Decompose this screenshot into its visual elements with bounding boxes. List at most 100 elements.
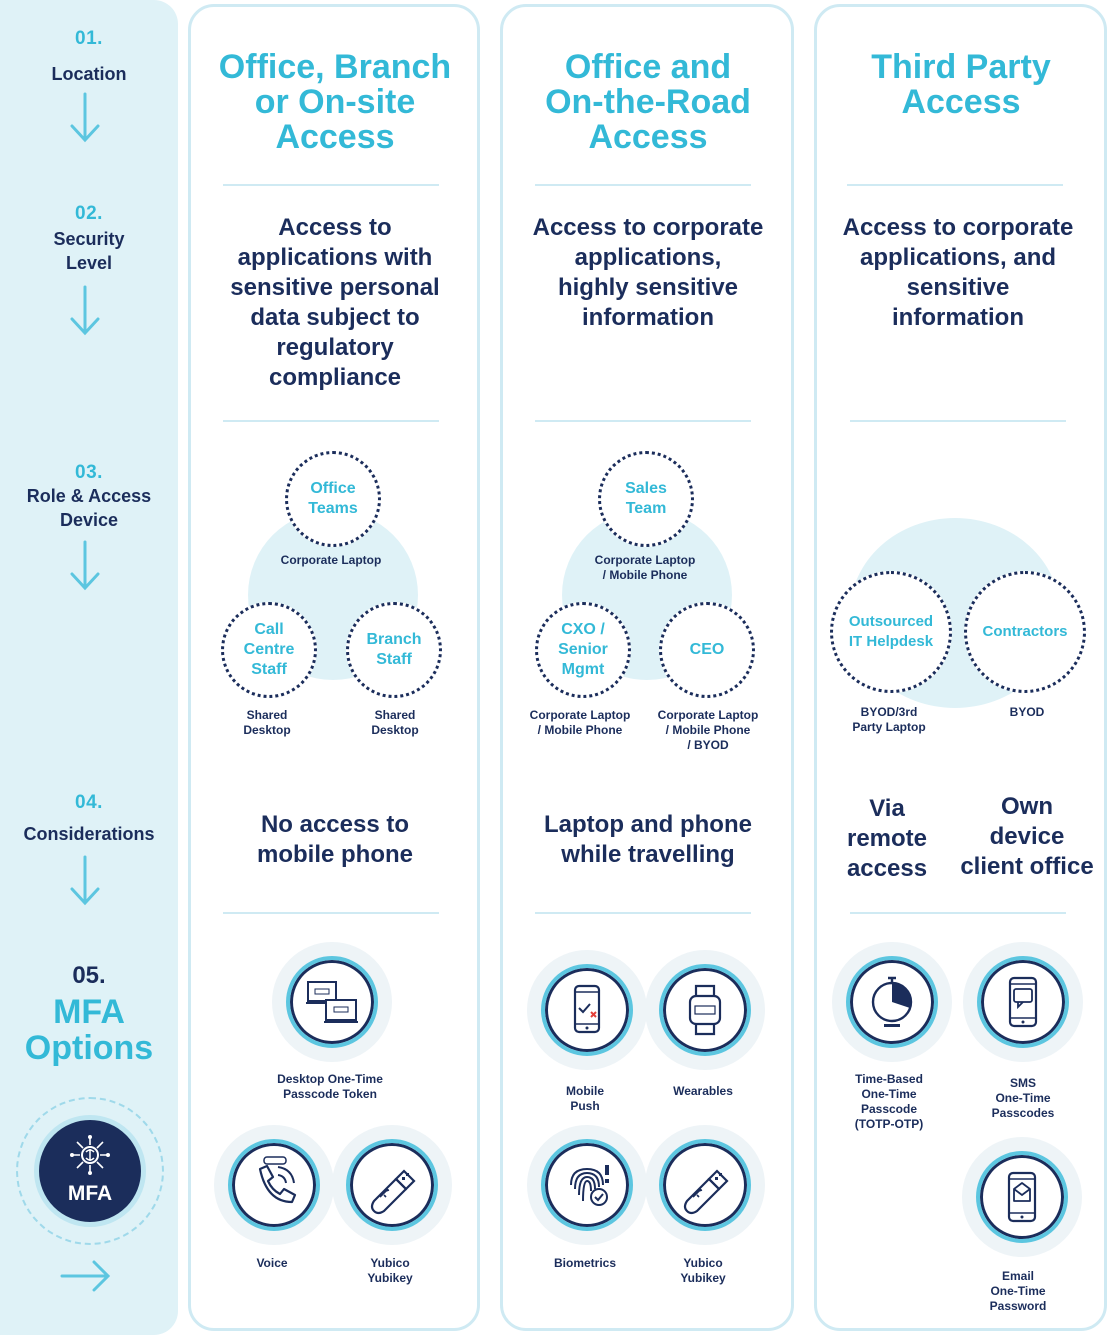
email-phone-icon [1007, 1171, 1037, 1223]
role-name: Branch [366, 631, 422, 648]
label-line: Yubikey [680, 1271, 726, 1285]
security-line: sensitive personal [230, 274, 440, 301]
label-line: Yubico [683, 1256, 723, 1270]
step-title: MFA [53, 993, 125, 1031]
step-title: Options [24, 1029, 154, 1067]
usb-key-icon [683, 1169, 729, 1215]
device-line: / BYOD [687, 738, 729, 752]
usb-key-icon [370, 1169, 416, 1215]
device-line: Desktop [243, 723, 291, 737]
label-line: Passcode [860, 1102, 918, 1116]
title-line: Access [275, 118, 395, 156]
consideration-line: Via [869, 795, 905, 822]
mfa-badge-core: MFA [34, 1115, 146, 1227]
role-device: Corporate Laptop [256, 553, 406, 568]
divider [850, 912, 1066, 914]
role-device: Corporate Laptop/ Mobile Phone [515, 708, 645, 738]
role-name: Teams [308, 500, 358, 517]
arrow-down-icon [70, 92, 100, 143]
label-line: Biometrics [553, 1256, 617, 1270]
step-03: 03. Role & Access Device [0, 462, 178, 532]
consideration: No access to mobile phone [196, 810, 474, 870]
mfa-option-email [962, 1137, 1082, 1257]
security-line: sensitive [906, 274, 1010, 301]
divider [847, 184, 1063, 186]
option-ring [286, 956, 378, 1048]
device-line: / Mobile Phone [665, 723, 751, 737]
role-name: CXO / [561, 621, 605, 638]
arrow-right-icon [60, 1260, 111, 1292]
device-line: Corporate Laptop [657, 708, 759, 722]
security-line: highly sensitive [557, 274, 739, 301]
role-name: IT Helpdesk [848, 633, 934, 650]
role-contractors: Contractors [964, 571, 1086, 693]
device-line: Shared [374, 708, 416, 722]
mfa-option-biometrics [527, 1125, 647, 1245]
arrow-down-icon [70, 540, 100, 591]
consideration-line: client office [960, 853, 1094, 880]
label-line: Mobile [566, 1084, 604, 1098]
step-label: Considerations [23, 824, 155, 844]
label-line: Yubikey [367, 1271, 413, 1285]
divider [535, 912, 751, 914]
device-line: BYOD/3rd [860, 705, 918, 719]
option-ring [846, 956, 938, 1048]
consideration-line: device [989, 823, 1065, 850]
column-title: Office, Branch or On-site Access [192, 50, 478, 155]
role-outsourced-helpdesk: Outsourced IT Helpdesk [830, 571, 952, 693]
consideration: Via remote access [828, 794, 946, 884]
mfa-option-desktop-token [272, 942, 392, 1062]
step-number: 04. [75, 792, 103, 813]
label-line: One-Time [861, 1087, 917, 1101]
step-label: Role & Access [26, 486, 152, 506]
consideration-line: while travelling [561, 841, 735, 868]
circuit-fingerprint-icon [70, 1135, 110, 1175]
role-name: Outsourced [848, 613, 934, 630]
role-name: Contractors [982, 623, 1068, 640]
step-number: 03. [75, 462, 103, 483]
title-line: Office, Branch [218, 48, 452, 86]
step-label: Security [53, 229, 125, 249]
option-ring [977, 956, 1069, 1048]
role-name: Senior [558, 641, 608, 658]
label-line: One-Time [990, 1284, 1046, 1298]
arrow-down-icon [70, 855, 100, 906]
role-name: CEO [689, 641, 725, 658]
role-device: BYOD [964, 705, 1090, 720]
option-ring [659, 964, 751, 1056]
consideration-line: No access to [260, 811, 410, 838]
role-ceo: CEO [659, 602, 755, 698]
step-label: Level [65, 253, 113, 273]
title-line: Third Party [871, 48, 1051, 86]
divider [535, 420, 751, 422]
voice-call-icon [258, 1156, 297, 1204]
device-line: / Mobile Phone [537, 723, 623, 737]
role-name: Staff [251, 661, 287, 678]
step-number: 05. [72, 962, 106, 989]
title-line: or On-site [254, 83, 416, 121]
label-line: Time-Based [855, 1072, 923, 1086]
security-line: Access to [278, 214, 392, 241]
role-name: Call [254, 621, 284, 638]
option-ring [228, 1139, 320, 1231]
divider [223, 184, 439, 186]
arrow-down-icon [70, 285, 100, 336]
security-line: regulatory [276, 334, 394, 361]
label-line: Wearables [673, 1084, 733, 1098]
step-label: Device [59, 510, 119, 530]
sms-phone-icon [1008, 976, 1038, 1028]
security-description: Access to applications with sensitive pe… [196, 213, 474, 393]
mfa-option-yubikey [332, 1125, 452, 1245]
